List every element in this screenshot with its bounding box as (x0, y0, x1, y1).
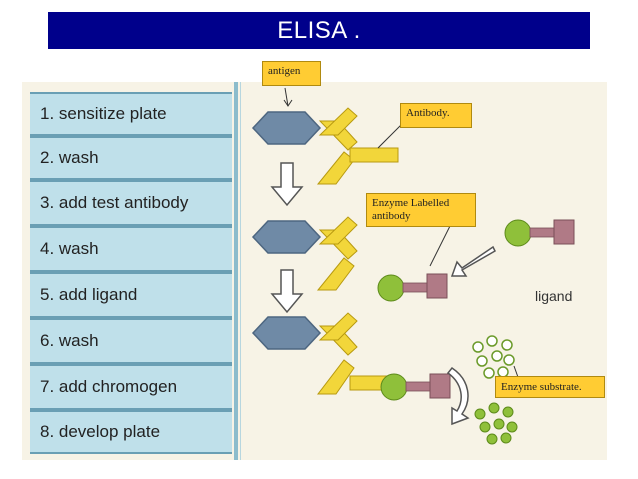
enzyme-labelled-circle-2 (380, 373, 408, 401)
substrate-circles (472, 335, 515, 379)
ligand-connector (529, 227, 555, 238)
step-6: 6. wash (30, 318, 232, 364)
down-arrow-2 (270, 269, 304, 314)
antibody-pointer (377, 123, 403, 149)
step-3: 3. add test antibody (30, 180, 232, 226)
enzyme-labelled-pointer (429, 221, 453, 267)
incoming-arrow (450, 245, 496, 277)
product-circles (474, 402, 518, 445)
step-4: 4. wash (30, 226, 232, 272)
antigen-hexagon-2 (251, 220, 322, 254)
step-7: 7. add chromogen (30, 364, 232, 410)
antigen-pointer (284, 87, 289, 107)
antibody-3 (316, 312, 391, 395)
antigen-callout: antigen (262, 61, 321, 86)
down-arrow-1 (270, 162, 304, 207)
steps-column: 1. sensitize plate 2. wash 3. add test a… (22, 82, 236, 460)
enzyme-labelled-square-2 (429, 373, 451, 399)
antigen-hexagon-1 (251, 111, 322, 145)
step-1: 1. sensitize plate (30, 92, 232, 136)
enzyme-labelled-callout: Enzyme Labelled antibody (366, 193, 476, 227)
antibody-callout: Antibody. (400, 103, 472, 128)
enzyme-labelled-connector-1 (402, 282, 428, 293)
step-8: 8. develop plate (30, 410, 232, 454)
ligand-circle (504, 219, 532, 247)
step-2: 2. wash (30, 136, 232, 180)
title-bar: ELISA . (48, 12, 590, 49)
column-divider-line (240, 82, 241, 460)
enzyme-labelled-square-1 (426, 273, 448, 299)
curved-arrow (446, 366, 470, 426)
antibody-2 (316, 216, 358, 291)
ligand-square (553, 219, 575, 245)
step-5: 5. add ligand (30, 272, 232, 318)
ligand-label: ligand (535, 288, 573, 304)
antigen-hexagon-3 (251, 316, 322, 350)
antibody-1 (316, 107, 399, 185)
enzyme-labelled-connector-2 (405, 381, 431, 392)
column-divider (234, 82, 238, 460)
enzyme-labelled-circle-1 (377, 274, 405, 302)
enzyme-substrate-callout: Enzyme substrate. (495, 376, 605, 398)
page-title: ELISA . (277, 16, 361, 44)
